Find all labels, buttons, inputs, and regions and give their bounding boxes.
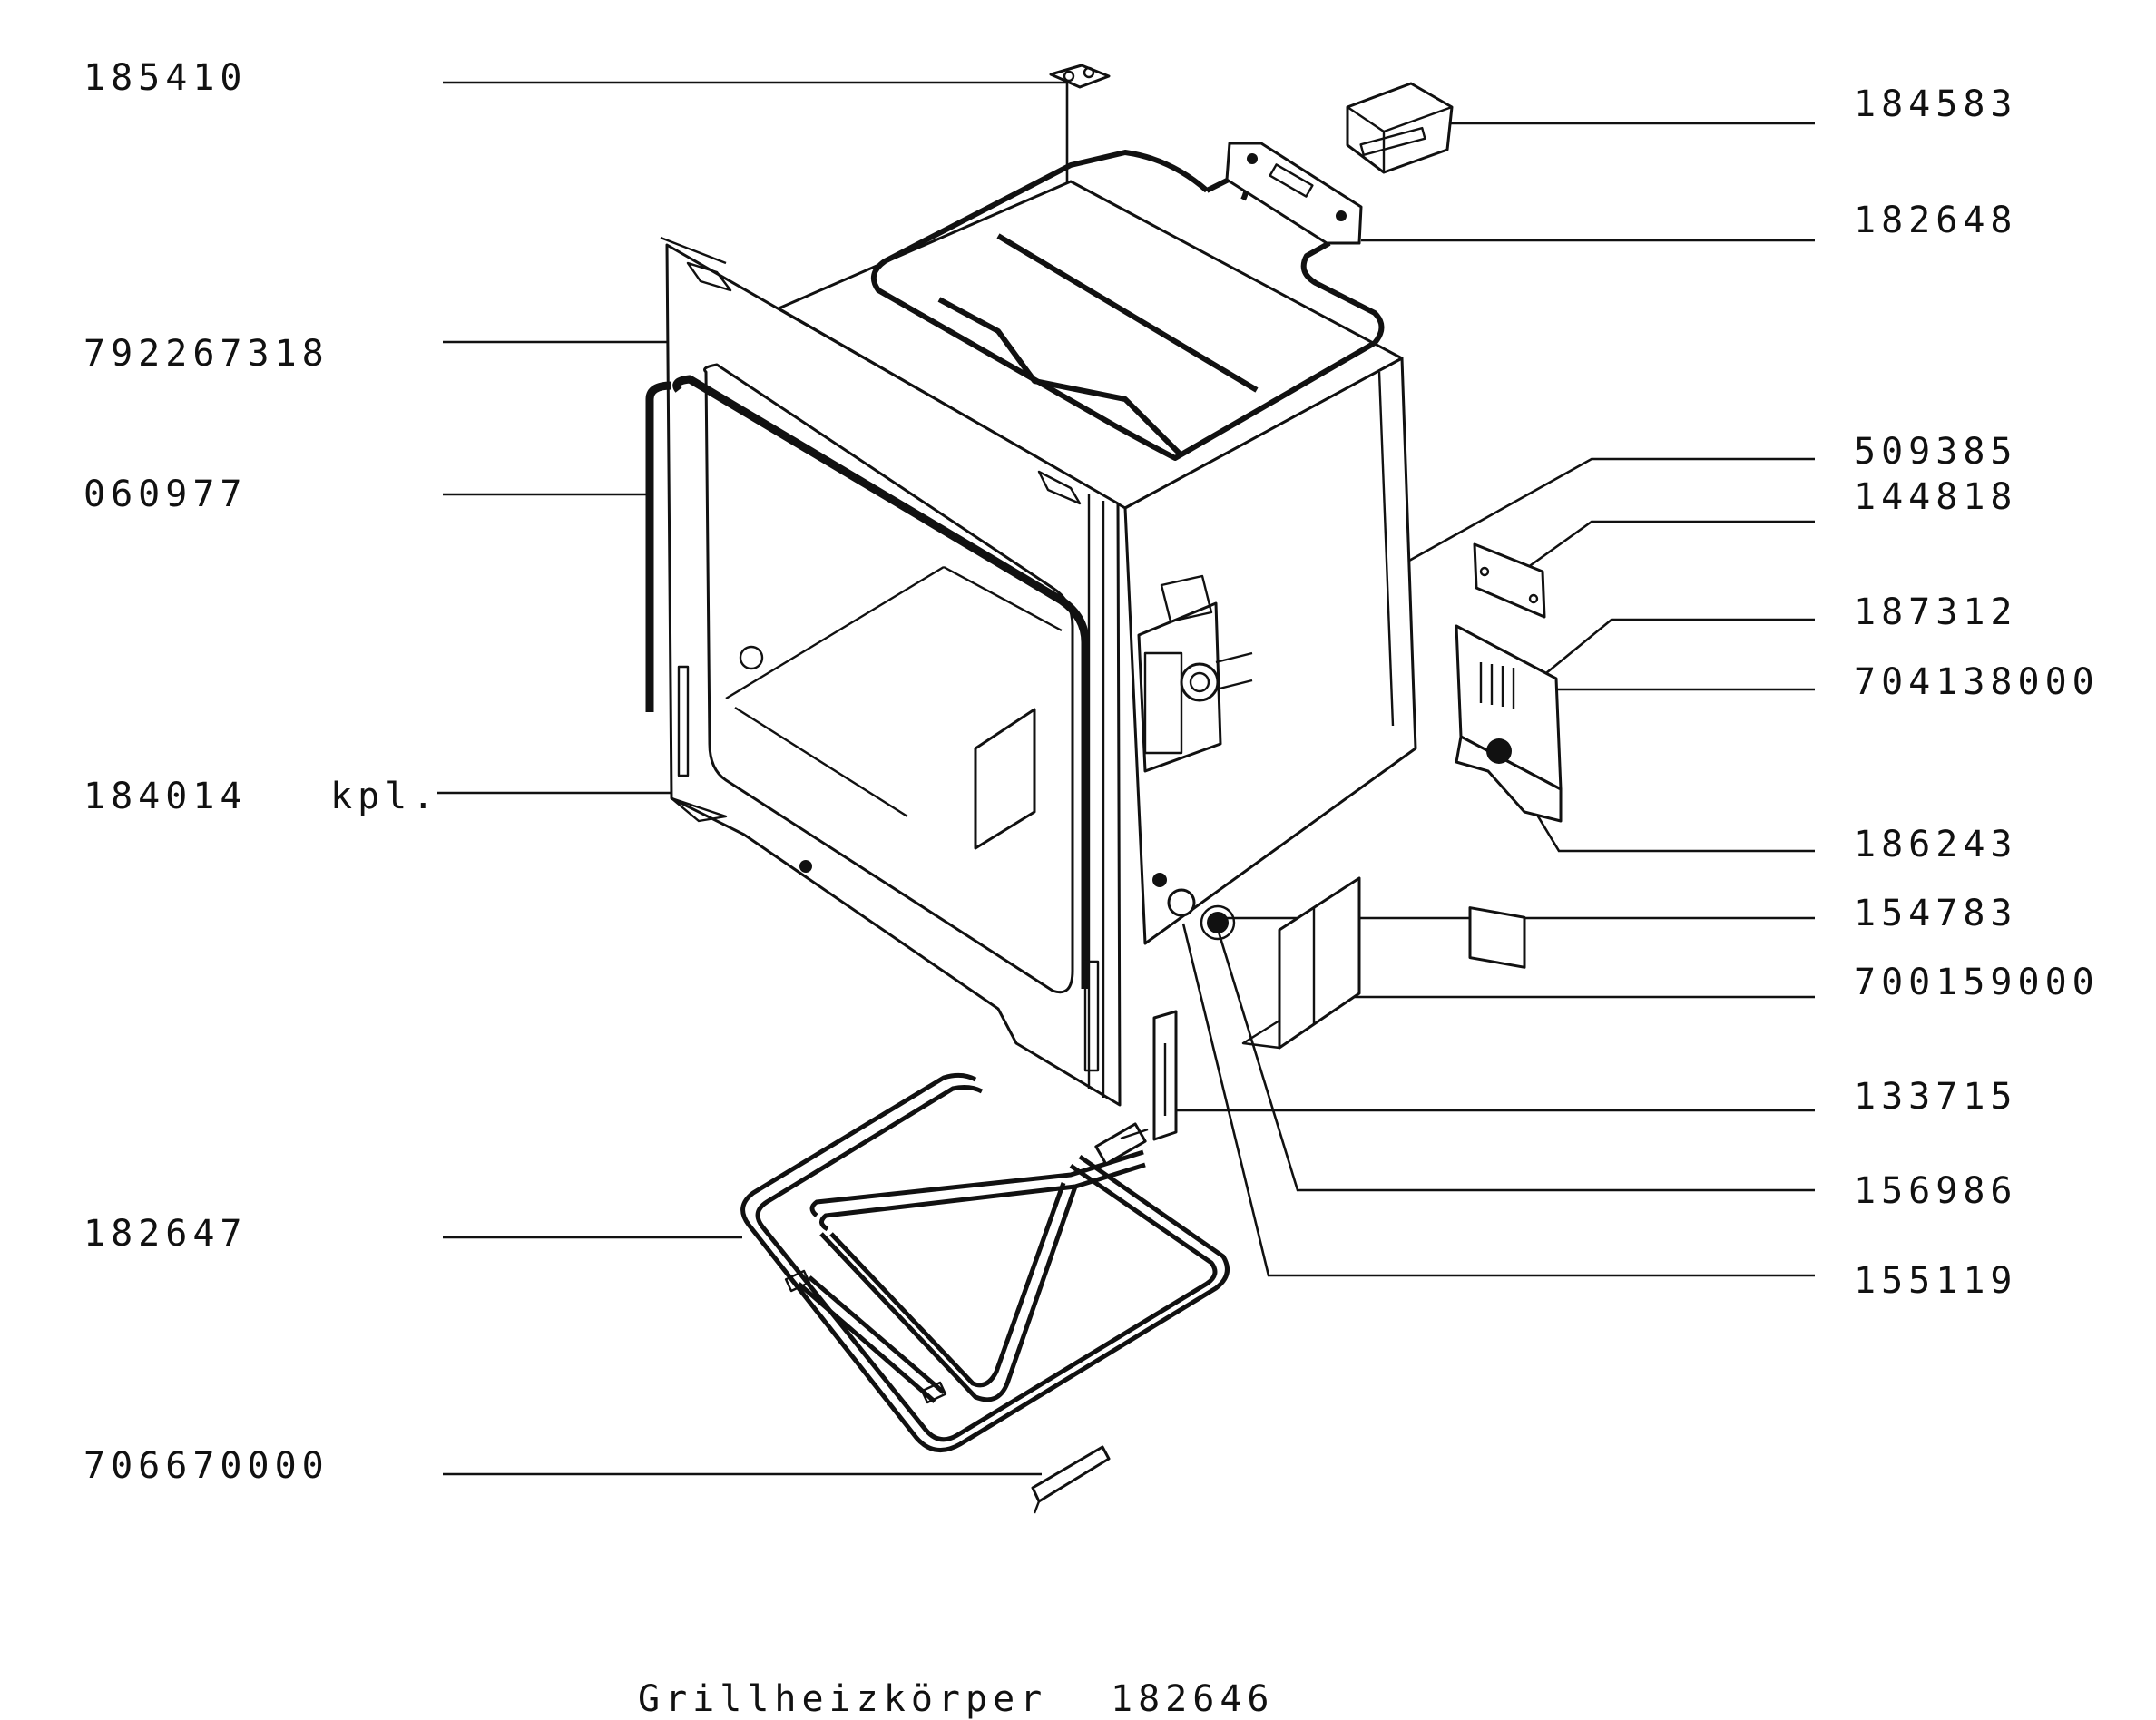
- terminal-block-184583: [1346, 82, 1454, 174]
- muffle-right-side: [1123, 357, 1417, 945]
- part-label-184583: 184583: [1854, 83, 2018, 125]
- leader-155119: [1181, 923, 1815, 1277]
- bracket-133715: [1152, 1010, 1178, 1141]
- part-label-186243: 186243: [1854, 824, 2018, 865]
- plate-184014: [974, 708, 1036, 850]
- part-label-700159000: 700159000: [1854, 962, 2100, 1003]
- part-label-792267318: 792267318: [83, 333, 329, 375]
- clip-185410: [1049, 64, 1111, 89]
- small-parts: [1152, 873, 1236, 941]
- switch-assembly-704138000: [1455, 624, 1563, 969]
- part-label-509385: 509385: [1854, 431, 2018, 473]
- part-label-184014: 184014: [83, 776, 248, 817]
- part-label-706670000: 706670000: [83, 1445, 329, 1487]
- thermostat-509385: [1137, 574, 1253, 773]
- part-label-182647: 182647: [83, 1213, 248, 1255]
- part-label-144818: 144818: [1854, 476, 2018, 518]
- part-label-184014-suffix: kpl.: [330, 776, 440, 817]
- plate-144818: [1473, 542, 1546, 619]
- thermostat-housing: [1137, 601, 1222, 773]
- part-706670000: [1031, 1445, 1111, 1514]
- part-label-185410: 185410: [83, 57, 248, 99]
- leader-187312: [1525, 618, 1815, 691]
- part-label-133715: 133715: [1854, 1076, 2018, 1118]
- part-label-060977: 060977: [83, 474, 248, 515]
- oven-muffle: [645, 180, 1417, 1107]
- part-label-704138000: 704138000: [1854, 661, 2100, 703]
- part-label-187312: 187312: [1854, 591, 2018, 633]
- caption-label: Grillheizkörper: [638, 1678, 1048, 1720]
- leader-156986: [1216, 928, 1815, 1192]
- part-label-154783: 154783: [1854, 893, 2018, 934]
- leader-lines: [437, 81, 1815, 1476]
- leader-144818: [1524, 520, 1815, 572]
- door-seal: [672, 375, 1090, 989]
- cover-700159000: [1241, 876, 1361, 1050]
- top-heating-element: [870, 150, 1385, 461]
- part-label-155119: 155119: [1854, 1260, 2018, 1302]
- bracket-182648: [1225, 142, 1363, 245]
- part-label-182648: 182648: [1854, 200, 2018, 241]
- lower-heating-element-182647: [740, 1072, 1230, 1453]
- caption-number: 182646: [1111, 1678, 1275, 1720]
- part-label-156986: 156986: [1854, 1170, 2018, 1212]
